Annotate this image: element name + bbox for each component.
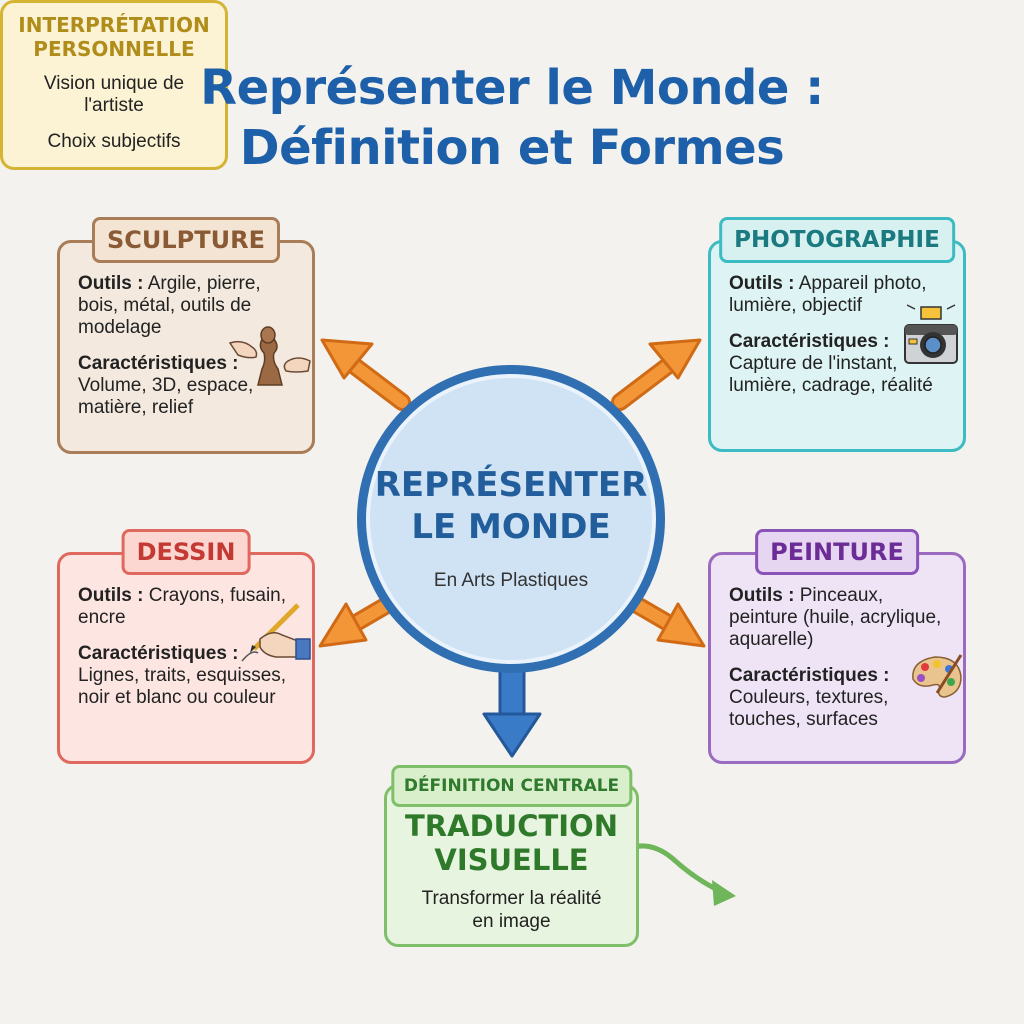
tools-label: Outils : [729, 585, 795, 606]
traits-label: Caractéristiques : [78, 643, 239, 664]
sculpture-tools: Outils : Argile, pierre, bois, métal, ou… [78, 273, 294, 339]
traits-label: Caractéristiques : [729, 331, 890, 352]
definition-text: Transformer la réalité en image [421, 888, 602, 932]
dessin-card: DESSIN Outils : Crayons, fusain, encre C… [57, 529, 315, 764]
central-title-line-1: REPRÉSENTER [374, 465, 648, 505]
interpretation-text-2: Choix subjectifs [47, 131, 181, 152]
central-concept-circle: REPRÉSENTER LE MONDE En Arts Plastiques [357, 365, 665, 673]
sculpture-card: SCULPTURE Outils : Argile, pierre, bois,… [57, 217, 315, 454]
photographie-heading: PHOTOGRAPHIE [719, 217, 955, 263]
traits-label: Caractéristiques : [78, 353, 239, 374]
arrow-to-photographie [611, 338, 702, 411]
dessin-traits: Caractéristiques :Lignes, traits, esquis… [78, 643, 294, 709]
peinture-card: PEINTURE Outils : Pinceaux, peinture (hu… [708, 529, 966, 764]
photographie-tools: Outils : Appareil photo, lumière, object… [729, 273, 945, 317]
definition-main-line-2: VISUELLE [434, 843, 589, 877]
tools-text: Crayons, fusain, encre [78, 585, 287, 628]
central-title: REPRÉSENTER LE MONDE [366, 464, 656, 548]
definition-main-line-1: TRADUCTION [405, 809, 618, 843]
dessin-heading: DESSIN [121, 529, 251, 575]
traits-text: Volume, 3D, espace, matière, relief [78, 375, 254, 418]
peinture-heading: PEINTURE [755, 529, 919, 575]
page-title: Représenter le Monde : Définition et For… [0, 58, 1024, 178]
arrow-to-sculpture [320, 338, 411, 411]
central-subtitle: En Arts Plastiques [433, 570, 589, 591]
traits-text: Couleurs, textures, touches, surfaces [729, 687, 889, 730]
sculpture-heading: SCULPTURE [91, 217, 281, 263]
tools-label: Outils : [729, 273, 795, 294]
traits-text: Capture de l'instant, lumière, cadrage, … [729, 353, 933, 396]
camera-icon [904, 304, 958, 364]
arrow-to-definition [482, 666, 542, 758]
interpretation-heading-line-1: INTERPRÉTATION [18, 13, 210, 37]
palette-icon [912, 654, 963, 698]
tools-label: Outils : [78, 273, 144, 294]
traits-label: Caractéristiques : [729, 665, 890, 686]
interpretation-text-1: Vision unique de l'artiste [43, 73, 185, 116]
tools-text: Argile, pierre, bois, métal, outils de m… [78, 273, 261, 338]
sculpting-hands-icon [228, 326, 311, 386]
peinture-tools: Outils : Pinceaux, peinture (huile, acry… [729, 585, 945, 651]
title-line-2: Définition et Formes [239, 120, 785, 176]
traits-text: Lignes, traits, esquisses, noir et blanc… [78, 665, 287, 708]
photographie-card: PHOTOGRAPHIE Outils : Appareil photo, lu… [708, 217, 966, 452]
dessin-tools: Outils : Crayons, fusain, encre [78, 585, 294, 629]
definition-heading: DÉFINITION CENTRALE [390, 765, 633, 807]
photographie-traits: Caractéristiques :Capture de l'instant, … [729, 331, 945, 397]
tools-text: Pinceaux, peinture (huile, acrylique, aq… [729, 585, 942, 650]
sculpture-traits: Caractéristiques :Volume, 3D, espace, ma… [78, 353, 294, 419]
drawing-hand-icon [241, 603, 311, 662]
arrow-to-dessin [318, 593, 401, 648]
interpretation-heading: INTERPRÉTATION PERSONNELLE [11, 13, 217, 61]
interpretation-card: INTERPRÉTATION PERSONNELLE Vision unique… [0, 0, 228, 170]
peinture-traits: Caractéristiques :Couleurs, textures, to… [729, 665, 945, 731]
central-title-line-2: LE MONDE [411, 507, 611, 547]
interpretation-heading-line-2: PERSONNELLE [33, 37, 195, 61]
definition-main: TRADUCTION VISUELLE [405, 809, 618, 877]
arrow-to-peinture [623, 593, 706, 648]
tools-text: Appareil photo, lumière, objectif [729, 273, 927, 316]
title-line-1: Représenter le Monde : [200, 60, 824, 116]
tools-label: Outils : [78, 585, 144, 606]
definition-card: DÉFINITION CENTRALE TRADUCTION VISUELLE … [384, 765, 639, 947]
